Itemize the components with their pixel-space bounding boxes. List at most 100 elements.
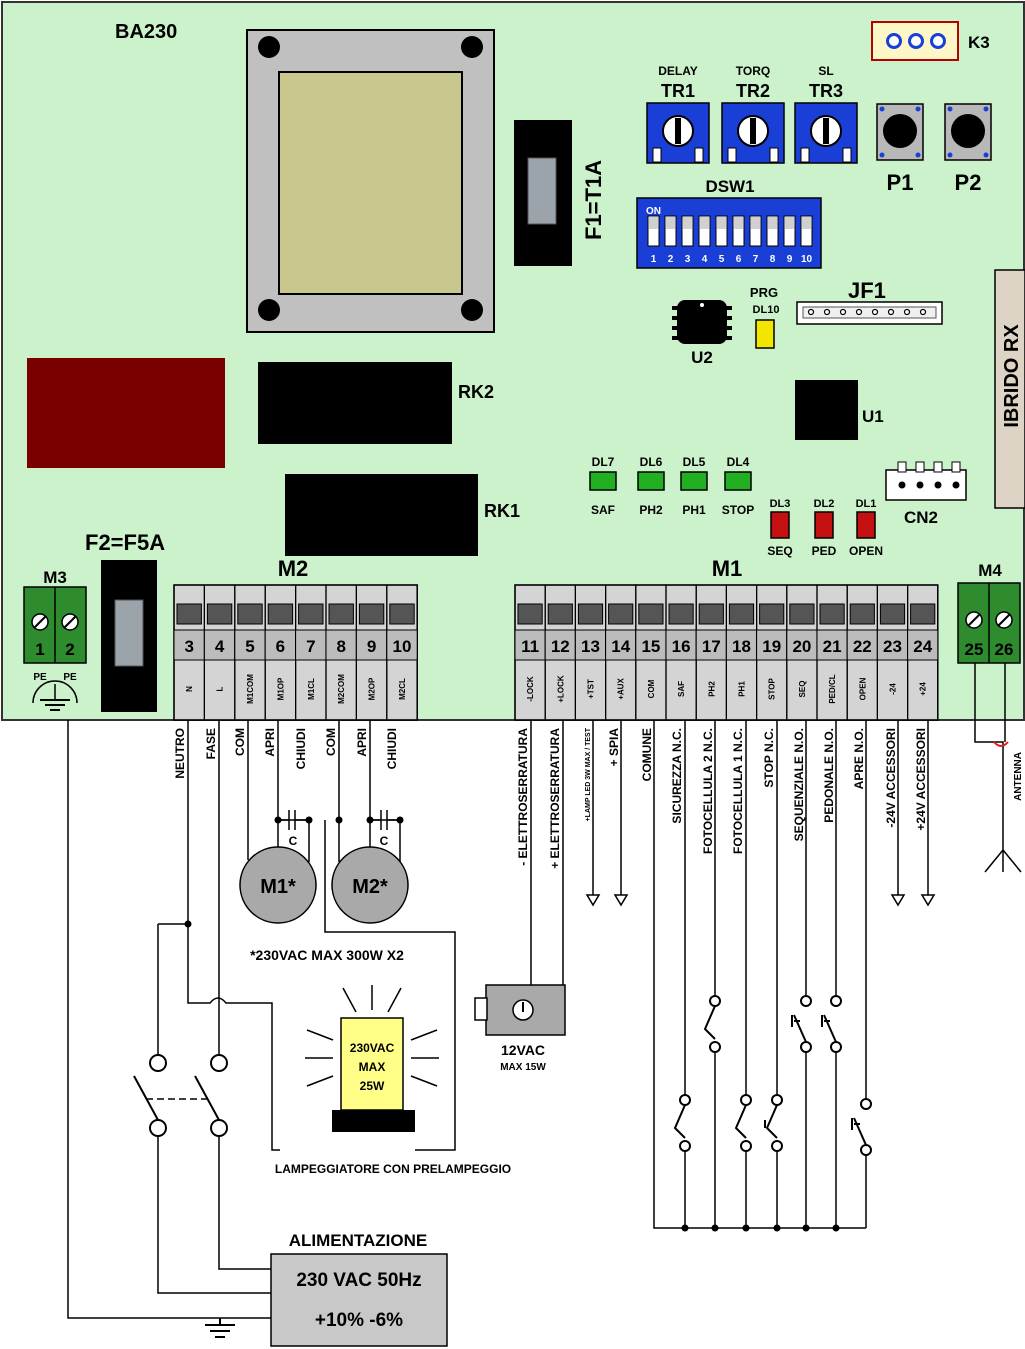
red-led (814, 511, 834, 539)
dip-switch-dsw1[interactable] (636, 197, 822, 269)
terminal-screw[interactable] (267, 603, 294, 625)
terminal-screw[interactable] (668, 603, 694, 625)
led-name: DL3 (770, 498, 791, 510)
dip-number: 8 (770, 254, 776, 265)
relay-rk1-label: RK1 (484, 501, 520, 521)
main-switch (133, 1054, 228, 1137)
electric-lock (474, 984, 566, 1036)
terminal-number: 15 (641, 637, 660, 656)
terminal-screw[interactable] (879, 603, 906, 625)
lamp-caption: LAMPEGGIATORE CON PRELAMPEGGIO (275, 1162, 511, 1176)
terminal-sublabel: -24 (889, 683, 898, 695)
dip-slot[interactable] (732, 215, 745, 247)
dip-slot[interactable] (800, 215, 813, 247)
terminal-screw[interactable] (237, 603, 263, 625)
dip-slot[interactable] (749, 215, 762, 247)
terminal-screw[interactable] (358, 603, 385, 625)
fuse-f2 (101, 560, 157, 712)
terminal-number: 13 (581, 637, 600, 656)
red-led (856, 511, 876, 539)
dip-lever (734, 217, 743, 229)
dip-lever (751, 217, 760, 229)
trimmer-2-label: TR2 (736, 81, 770, 101)
terminal-sublabel: +24 (919, 682, 928, 696)
terminal-screw[interactable] (728, 603, 755, 625)
terminal-sublabel: M1COM (246, 674, 255, 704)
contact-stop-nc (764, 1094, 783, 1152)
terminal-screw[interactable] (298, 603, 324, 625)
dip-slot[interactable] (783, 215, 796, 247)
terminal-screw[interactable] (517, 603, 543, 625)
green-led (680, 471, 708, 491)
fuse-f1-label: F1=T1A (581, 160, 606, 240)
jf1-pin (887, 308, 895, 316)
button-p1[interactable] (876, 103, 924, 161)
terminal-screw[interactable] (789, 603, 815, 625)
trimmer-1-label: TR1 (661, 81, 695, 101)
dl10-label: DL10 (753, 304, 780, 316)
relay-rk2 (258, 362, 452, 444)
connector-k3 (871, 21, 959, 61)
terminal-number: 24 (913, 637, 932, 656)
terminal-screw[interactable] (206, 603, 233, 625)
lamp-rating-line-2: MAX (359, 1060, 386, 1074)
terminal-sublabel: SEQ (798, 681, 807, 698)
connector-jf1-label: JF1 (848, 278, 886, 303)
wire-label: PEDONALE N.O. (822, 728, 836, 823)
wire-label: +24V ACCESSORI (914, 728, 928, 831)
flashing-lamp (305, 985, 439, 1132)
dip-slot[interactable] (681, 215, 694, 247)
trimmer-tr2[interactable] (721, 102, 785, 164)
trimmer-3-label: TR3 (809, 81, 843, 101)
terminal-2-number: 2 (65, 640, 74, 659)
wiring-lines (67, 663, 1006, 1319)
terminal-screw[interactable] (577, 603, 604, 625)
antenna-icon (984, 741, 1022, 873)
led-function: SEQ (767, 544, 792, 558)
terminal-screw[interactable] (759, 603, 785, 625)
wire-label: COMUNE (640, 728, 654, 781)
terminal-block-m3 (23, 586, 87, 664)
terminal-screw[interactable] (608, 603, 634, 625)
terminal-sublabel: +TST (587, 679, 596, 699)
terminal-screw[interactable] (389, 603, 415, 625)
terminal-2-sublabel: PE (63, 672, 77, 683)
terminal-number: 23 (883, 637, 902, 656)
supply-title: ALIMENTAZIONE (289, 1231, 428, 1250)
dip-slot[interactable] (766, 215, 779, 247)
dip-slot[interactable] (664, 215, 677, 247)
fuse-f2-label: F2=F5A (85, 530, 165, 555)
transformer (246, 29, 495, 333)
dip-switch-label: DSW1 (705, 177, 754, 196)
trimmer-tr3[interactable] (794, 102, 858, 164)
jf1-pin (823, 308, 831, 316)
wire-label: COM (324, 728, 338, 756)
terminal-screw[interactable] (547, 603, 573, 625)
dip-slot[interactable] (647, 215, 660, 247)
terminal-screw[interactable] (176, 603, 202, 625)
terminal-block-m4 (957, 582, 1021, 664)
dip-slot[interactable] (698, 215, 711, 247)
led-name: DL5 (683, 455, 706, 469)
button-p2[interactable] (944, 103, 992, 161)
motor-note: *230VAC MAX 300W X2 (250, 947, 404, 963)
terminal-number: 16 (672, 637, 691, 656)
terminal-screw[interactable] (698, 603, 724, 625)
terminal-block-m1: 11-LOCK12+LOCK13+TST14+AUX15COM16SAF17PH… (514, 584, 939, 721)
terminal-screw[interactable] (638, 603, 664, 625)
contact-sequential-no (791, 995, 812, 1053)
prg-label: PRG (750, 285, 778, 300)
terminal-26-number: 26 (995, 640, 1014, 659)
terminal-screw[interactable] (328, 603, 354, 625)
terminal-screw[interactable] (910, 603, 936, 625)
dip-lever (666, 217, 675, 229)
dip-lever (700, 217, 709, 229)
motor-1-label: M1* (260, 876, 296, 898)
dip-slot[interactable] (715, 215, 728, 247)
terminal-screw[interactable] (849, 603, 875, 625)
terminal-number: 19 (762, 637, 781, 656)
terminal-number-cell (816, 629, 848, 661)
antenna-label: ANTENNA (1013, 752, 1024, 801)
terminal-screw[interactable] (819, 603, 845, 625)
trimmer-tr1[interactable] (646, 102, 710, 164)
